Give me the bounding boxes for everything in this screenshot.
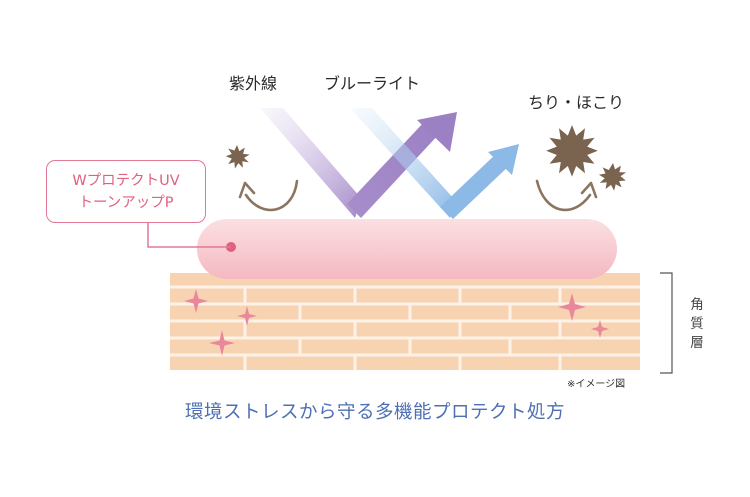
sparkle-icon bbox=[237, 306, 257, 326]
stratum-corneum-label: 角質層 bbox=[690, 297, 704, 351]
dust-particles bbox=[225, 125, 627, 191]
caption: 環境ストレスから守る多機能プロテクト処方 bbox=[184, 402, 565, 423]
sparkle-icon bbox=[184, 289, 208, 313]
uv-arrow bbox=[260, 108, 457, 218]
deflect-arrow-left-head bbox=[238, 181, 256, 199]
deflect-arrow-right bbox=[535, 179, 592, 212]
blue-light-arrow bbox=[350, 108, 519, 219]
deflect-arrows bbox=[238, 179, 598, 212]
callout-leader-line bbox=[147, 223, 231, 248]
dust-particle-icon bbox=[225, 145, 250, 169]
uv-label: 紫外線 bbox=[229, 74, 278, 93]
stratum-bracket bbox=[660, 272, 673, 374]
sparkle-icon bbox=[558, 293, 586, 321]
dust-label: ちり・ほこり bbox=[528, 93, 625, 112]
sparkle-icon bbox=[591, 320, 609, 338]
sparkle-icon bbox=[209, 330, 235, 356]
sparkles bbox=[184, 289, 609, 356]
image-note: ※イメージ図 bbox=[567, 379, 626, 390]
blue-light-label: ブルーライト bbox=[324, 74, 421, 93]
callout-line-2: トーンアップP bbox=[78, 194, 174, 211]
deflect-arrow-right-head bbox=[580, 181, 598, 199]
callout-line-1: WプロテクトUV bbox=[72, 172, 180, 189]
deflect-arrow-left bbox=[244, 179, 299, 212]
product-callout-box: WプロテクトUV トーンアップP bbox=[46, 160, 206, 223]
dust-particle-icon bbox=[546, 125, 598, 177]
stratum-corneum-layer bbox=[170, 273, 640, 370]
dust-particle-icon bbox=[598, 163, 627, 191]
protective-barrier bbox=[197, 219, 617, 279]
